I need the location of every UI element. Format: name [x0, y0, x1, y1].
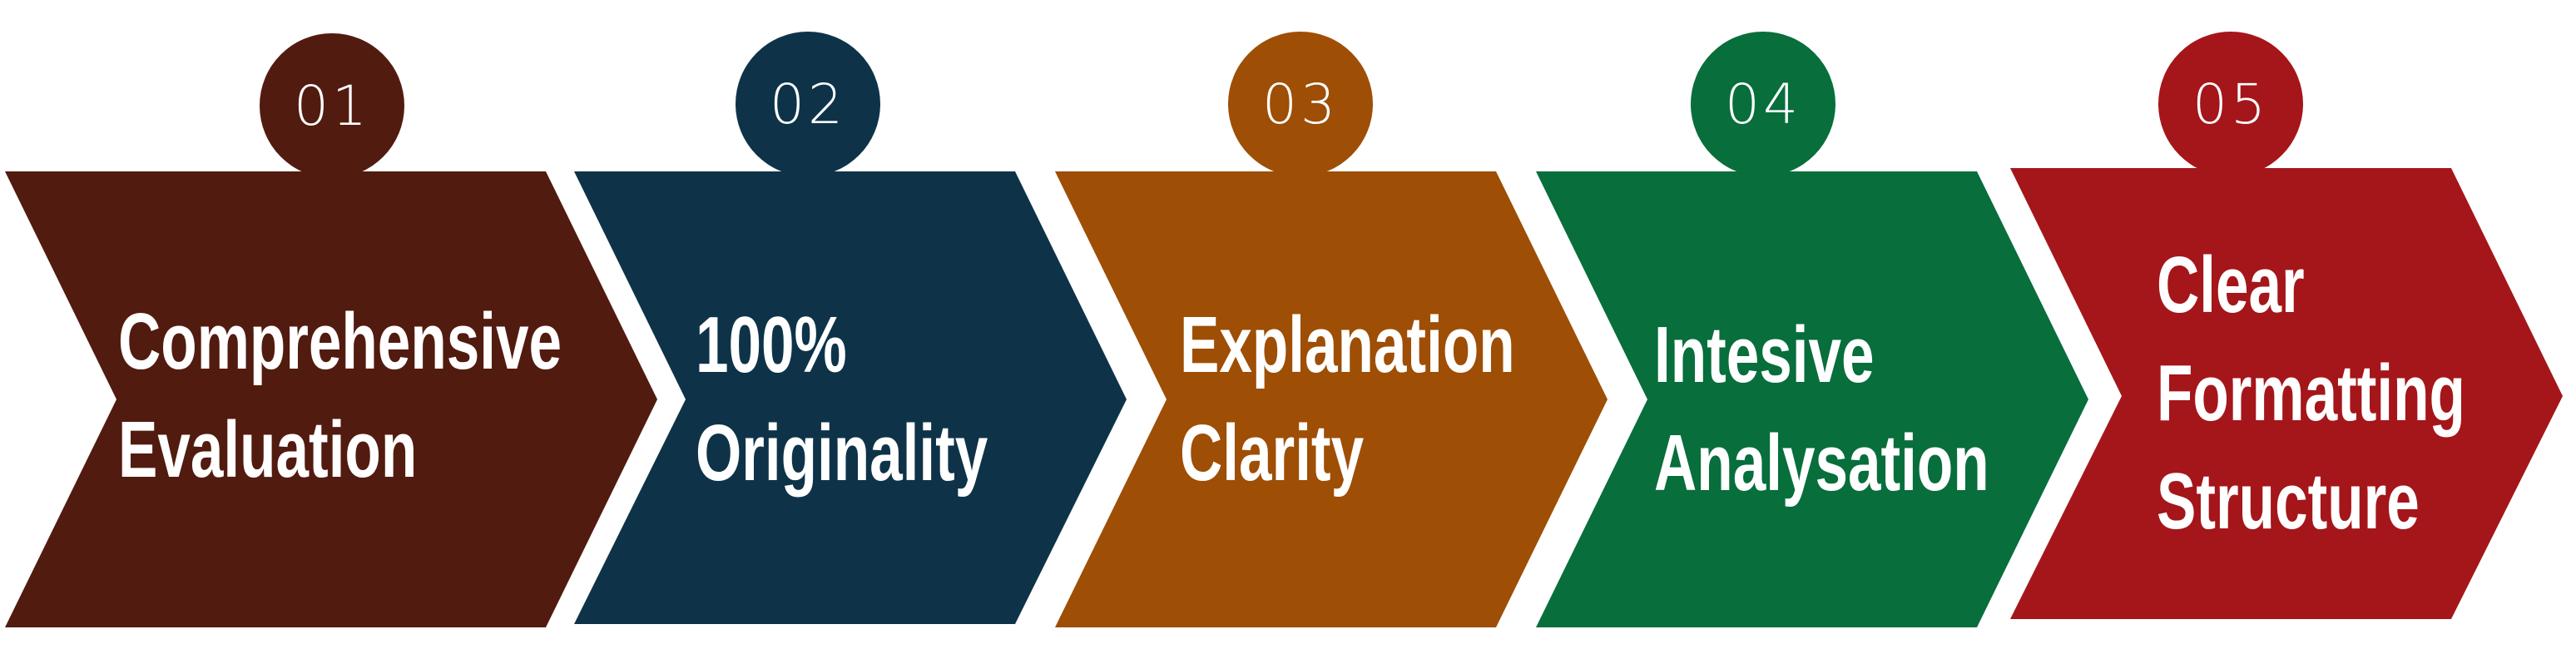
step-5: 05 Clear Formatting Structure	[2010, 32, 2576, 629]
step-5-shape	[2010, 168, 2563, 619]
step-3: 03 Explanation Clarity	[1055, 32, 1637, 632]
step-5-chevron	[2010, 168, 2563, 619]
step-2-number: 02	[770, 72, 846, 136]
step-3-chevron	[1055, 171, 1608, 627]
step-2-shape	[574, 171, 1127, 624]
step-1-number: 01	[294, 73, 370, 138]
step-5-label-line-2: Formatting	[2157, 349, 2465, 438]
step-5-number: 05	[2192, 72, 2269, 136]
step-3-label-line-1: Explanation	[1180, 300, 1515, 389]
step-3-number-badge: 03	[1228, 32, 1373, 176]
step-1-number-badge: 01	[260, 33, 404, 178]
step-4-label-line-2: Analysation	[1654, 419, 1989, 508]
step-2-label-line-1: 100%	[696, 300, 847, 389]
step-1-label: Comprehensive Evaluation	[118, 288, 562, 504]
step-1-label-line-1: Comprehensive	[118, 297, 562, 386]
step-2-chevron	[574, 171, 1127, 624]
step-4-number: 04	[1725, 72, 1801, 136]
step-5-label: Clear Formatting Structure	[2157, 231, 2465, 556]
step-4-number-badge: 04	[1691, 32, 1835, 176]
step-4-shape	[1536, 171, 2088, 627]
step-4-label-line-1: Intesive	[1654, 310, 1875, 399]
step-1-label-line-2: Evaluation	[118, 405, 418, 494]
step-1-shape	[5, 171, 657, 627]
step-5-label-line-3: Structure	[2157, 457, 2420, 546]
step-5-number-badge: 05	[2158, 32, 2303, 176]
step-4-chevron	[1536, 171, 2088, 627]
step-4-label: Intesive Analysation	[1654, 301, 1989, 518]
step-1-chevron	[5, 171, 657, 627]
step-1: 01 Comprehensive Evaluation	[5, 33, 671, 632]
step-4: 04 Intesive Analysation	[1536, 32, 2118, 632]
step-2-number-badge: 02	[736, 32, 880, 176]
step-2: 02 100% Originality	[574, 32, 1157, 632]
step-3-shape	[1055, 171, 1608, 627]
step-3-number: 03	[1262, 72, 1339, 136]
step-5-label-line-1: Clear	[2157, 240, 2305, 330]
step-3-label-line-2: Clarity	[1180, 409, 1365, 498]
step-2-label-line-2: Originality	[696, 409, 988, 498]
step-2-label: 100% Originality	[696, 291, 988, 508]
step-3-label: Explanation Clarity	[1180, 291, 1515, 508]
